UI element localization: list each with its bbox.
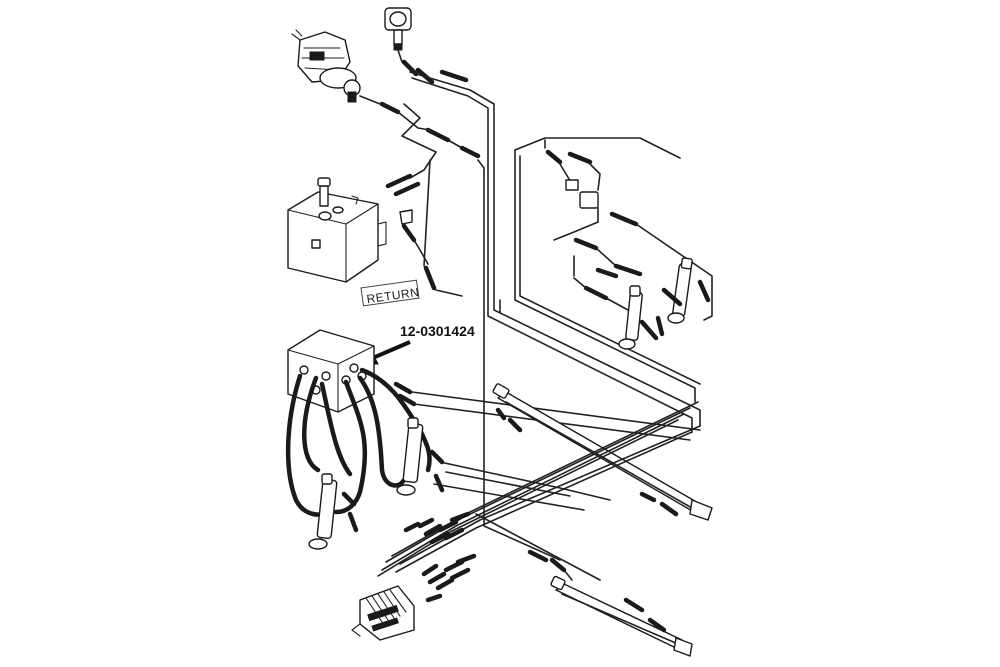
pump-assembly bbox=[291, 29, 361, 103]
control-valve-lines bbox=[377, 401, 701, 581]
part-number-callout: 12-0301424 bbox=[358, 323, 475, 365]
control-valve-bank bbox=[351, 585, 415, 641]
right-manifold-lines bbox=[514, 137, 701, 403]
fitting-cluster-lower bbox=[421, 553, 477, 603]
return-label-tag: RETURN bbox=[360, 279, 420, 307]
right-valve-cluster bbox=[545, 149, 713, 311]
top-fitting bbox=[384, 7, 412, 63]
upper-right-cylinder-b bbox=[618, 285, 665, 350]
return-line bbox=[423, 159, 463, 297]
top-hoses bbox=[359, 59, 481, 197]
hydraulic-reservoir bbox=[287, 177, 429, 283]
fitting-cluster-upper bbox=[403, 511, 471, 545]
upper-right-cylinder-a bbox=[661, 257, 713, 324]
left-cylinder-a bbox=[396, 417, 445, 496]
long-cylinder-lower bbox=[527, 549, 693, 657]
part-number-label: 12-0301424 bbox=[400, 323, 475, 339]
left-cylinder-b bbox=[308, 473, 359, 550]
pressure-lines bbox=[409, 71, 701, 501]
